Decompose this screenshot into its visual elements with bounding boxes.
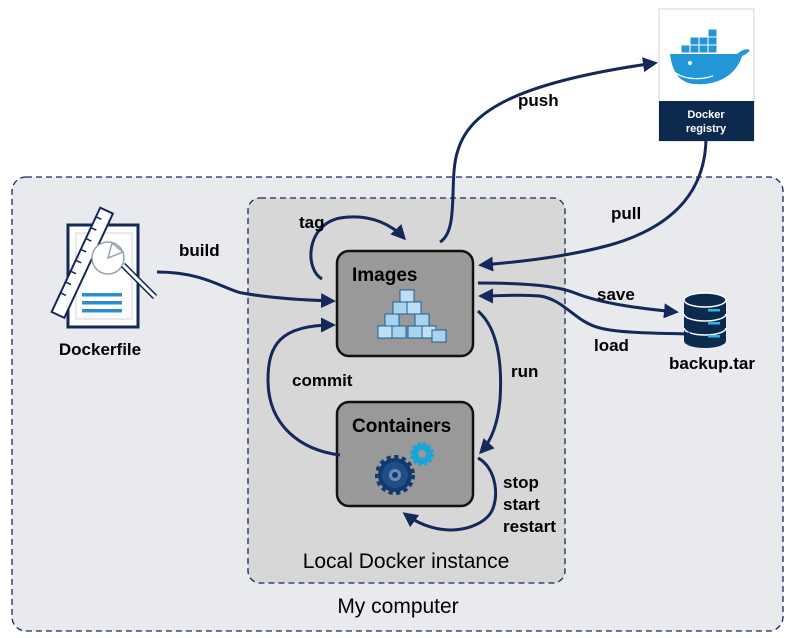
images-node[interactable]: Images xyxy=(335,249,475,358)
registry-label-line2: registry xyxy=(686,123,727,135)
save-label: save xyxy=(597,285,635,304)
run-arrow xyxy=(476,309,503,455)
tag-label: tag xyxy=(299,213,325,232)
push-label: push xyxy=(518,91,559,110)
start-label: start xyxy=(503,495,540,514)
my-computer-label: My computer xyxy=(337,595,458,618)
commit-arrow xyxy=(266,317,341,457)
local-docker-instance-label: Local Docker instance xyxy=(303,550,510,573)
push-arrow xyxy=(439,57,658,244)
stop-start-restart-arrow xyxy=(402,456,498,532)
run-label: run xyxy=(511,362,538,381)
build-label: build xyxy=(179,241,220,260)
dockerfile-label: Dockerfile xyxy=(59,340,141,359)
containers-node[interactable]: Containers xyxy=(335,400,475,508)
registry-label-line1: Docker xyxy=(687,109,725,121)
pull-arrow xyxy=(478,136,708,272)
save-arrow xyxy=(477,281,679,319)
gears-icon xyxy=(375,442,434,495)
backup-label: backup.tar xyxy=(669,354,755,373)
dockerfile-icon[interactable] xyxy=(50,206,158,329)
database-icon[interactable] xyxy=(683,292,727,348)
docker-whale-icon xyxy=(670,28,750,85)
containers-label: Containers xyxy=(352,416,451,437)
tag-arrow xyxy=(309,215,407,281)
load-label: load xyxy=(594,336,629,355)
restart-label: restart xyxy=(503,517,556,536)
image-cubes-icon xyxy=(377,289,447,343)
load-arrow xyxy=(478,288,691,336)
build-arrow xyxy=(156,270,336,309)
commit-label: commit xyxy=(292,371,353,390)
docker-registry-node[interactable]: Docker registry xyxy=(658,8,755,142)
pull-label: pull xyxy=(611,204,641,223)
stop-label: stop xyxy=(503,473,539,492)
images-label: Images xyxy=(352,265,417,286)
